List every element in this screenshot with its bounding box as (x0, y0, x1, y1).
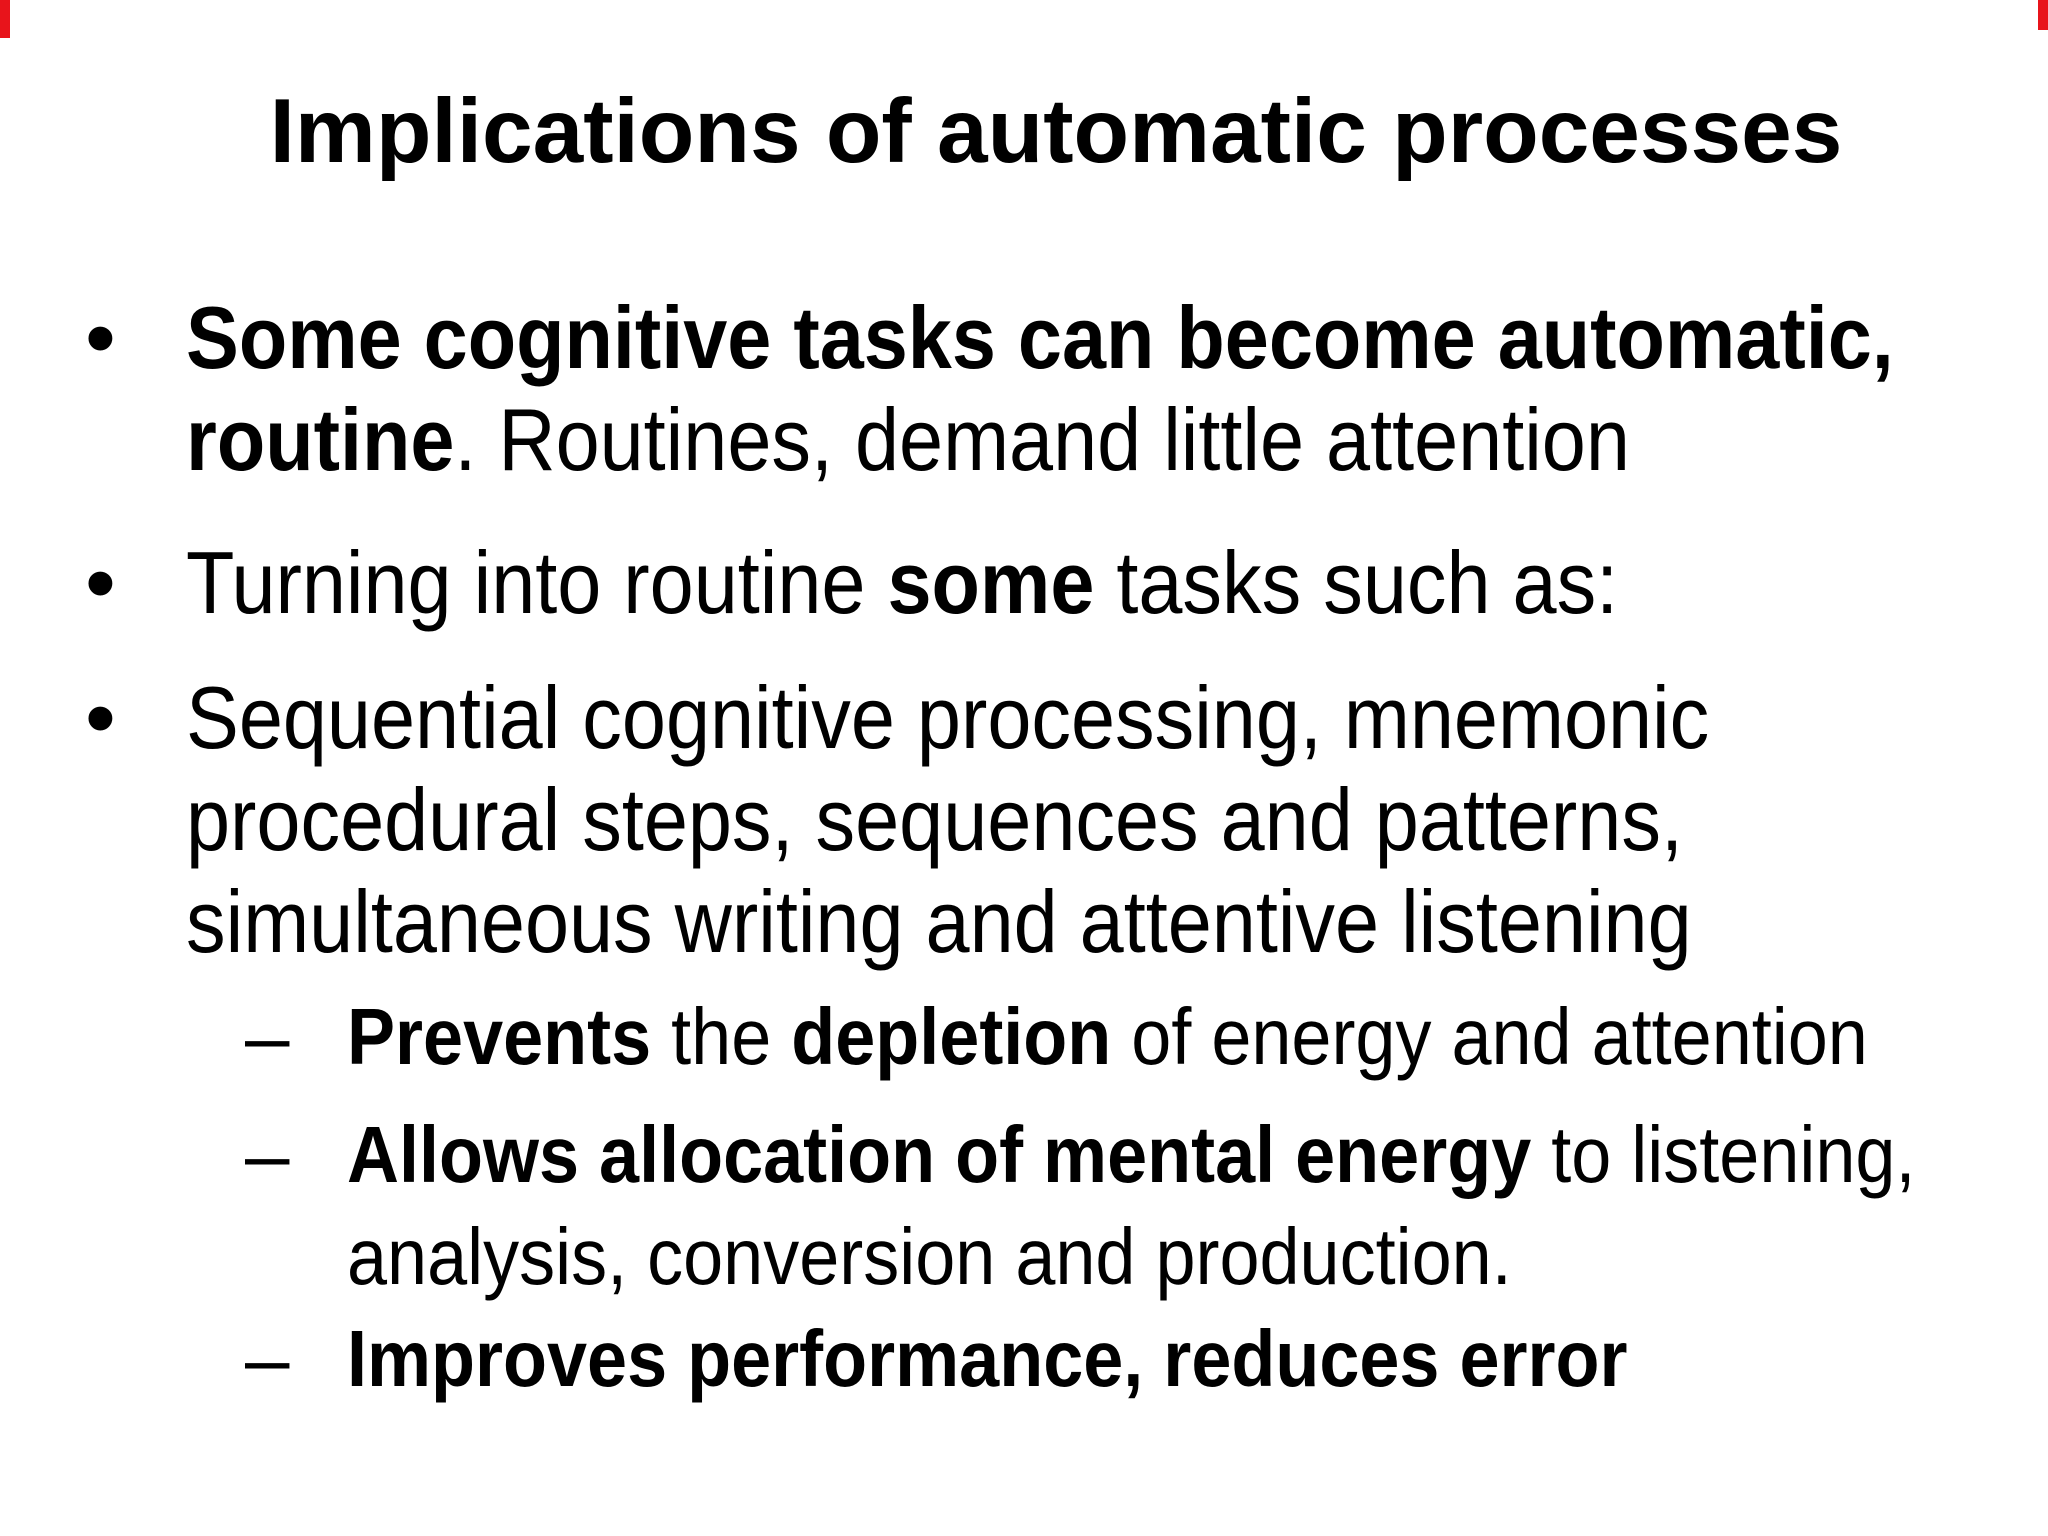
bullet-line: procedural steps, sequences and patterns… (186, 769, 1862, 871)
bullet-line: Improves performance, reduces error (347, 1308, 1878, 1410)
text-segment: Turning into routine (186, 533, 888, 632)
bullet-dot-marker: • (85, 668, 116, 767)
bullet-line: Sequential cognitive processing, mnemoni… (186, 667, 1862, 769)
bullet-item: • Sequential cognitive processing, mnemon… (0, 667, 2048, 973)
slide-title: Implications of automatic processes (269, 81, 1843, 182)
text-segment: Prevents (347, 992, 652, 1081)
bullet-item: • Some cognitive tasks can become automat… (0, 287, 2048, 491)
sub-bullet-item: –Improves performance, reduces error (0, 1308, 2048, 1410)
red-edge-mark-right (2038, 0, 2048, 30)
dash-marker: – (245, 992, 290, 1081)
text-segment: Improves performance, reduces error (347, 1314, 1628, 1403)
slide-body: • Some cognitive tasks can become automat… (0, 287, 2048, 1410)
bullet-list: • Some cognitive tasks can become automat… (0, 287, 2048, 1410)
text-segment: some (887, 533, 1095, 632)
dash-marker: – (245, 1110, 290, 1199)
text-segment: Allows allocation of mental energy (347, 1110, 1532, 1199)
bullet-line: Allows allocation of mental energy to li… (347, 1104, 1915, 1206)
bullet-item: • Turning into routine some tasks such as… (0, 532, 2048, 634)
text-segment: simultaneous writing and attentive liste… (186, 872, 1692, 971)
text-segment: tasks such as: (1094, 533, 1619, 632)
text-segment: Some cognitive tasks can become automati… (186, 288, 1894, 387)
text-segment: Sequential cognitive processing, mnemoni… (186, 668, 1710, 767)
bullet-line: analysis, conversion and production. (347, 1206, 1878, 1308)
text-segment: routine (186, 390, 455, 489)
bullet-dot-marker: • (85, 288, 116, 387)
red-edge-mark-left (0, 0, 10, 38)
bullet-line: Some cognitive tasks can become automati… (186, 287, 1894, 389)
text-segment: procedural steps, sequences and patterns… (186, 770, 1683, 869)
bullet-dot-marker: • (85, 533, 116, 632)
text-segment: the (651, 992, 792, 1081)
sub-bullet-item: –Prevents the depletion of energy and at… (0, 986, 2048, 1088)
text-segment: . Routines, demand little attention (454, 390, 1630, 489)
bullet-line: routine. Routines, demand little attenti… (186, 389, 1862, 491)
text-segment: to listening, (1531, 1110, 1916, 1199)
text-segment: depletion (791, 992, 1112, 1081)
text-segment: of energy and attention (1111, 992, 1868, 1081)
bullet-line: Prevents the depletion of energy and att… (347, 986, 1878, 1088)
sub-bullet-item: –Allows allocation of mental energy to l… (0, 1104, 2048, 1308)
bullet-line: simultaneous writing and attentive liste… (186, 871, 1862, 973)
dash-marker: – (245, 1314, 290, 1403)
text-segment: analysis, conversion and production. (347, 1212, 1512, 1301)
bullet-line: Turning into routine some tasks such as: (186, 532, 1862, 634)
